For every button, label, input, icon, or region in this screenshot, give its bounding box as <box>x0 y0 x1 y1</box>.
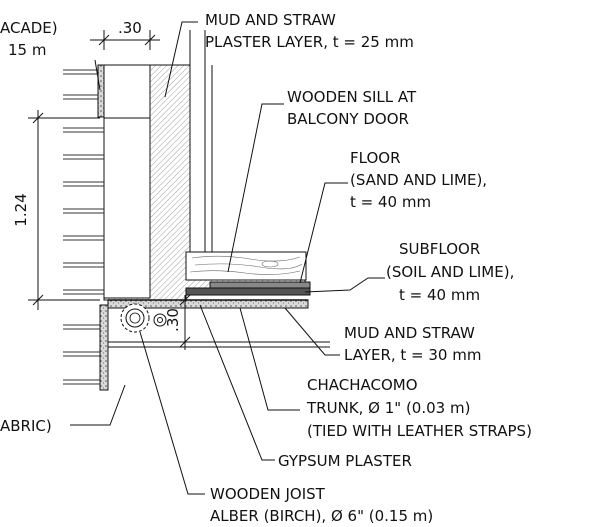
label-floor-2: (SAND AND LIME), <box>350 171 487 189</box>
label-chachacomo-1: CHACHACOMO <box>307 376 418 394</box>
label-mud-layer-2: LAYER, t = 30 mm <box>344 346 481 364</box>
label-subfloor-2: (SOIL AND LIME), <box>386 263 514 281</box>
exterior-plaster-lower <box>99 304 109 391</box>
label-facade-1: ACADE) <box>0 19 58 37</box>
label-chachacomo-3: (TIED WITH LEATHER STRAPS) <box>307 422 532 440</box>
label-joist-1: WOODEN JOIST <box>210 485 326 503</box>
label-mud-plaster-2: PLASTER LAYER, t = 25 mm <box>205 33 414 51</box>
label-sill-1: WOODEN SILL AT <box>287 88 417 106</box>
label-facade-2: 15 m <box>8 41 46 59</box>
label-floor-3: t = 40 mm <box>350 193 431 211</box>
door-frame <box>189 30 213 252</box>
wall-plaster-hatch <box>103 64 306 301</box>
wood-grain <box>189 255 303 275</box>
dim-top-width: .30 <box>118 19 142 37</box>
exterior-plaster-upper <box>97 64 105 118</box>
label-subfloor-3: t = 40 mm <box>399 286 480 304</box>
label-gypsum: GYPSUM PLASTER <box>278 452 412 470</box>
ceiling-lines <box>108 341 330 348</box>
brick-courses <box>63 69 104 385</box>
label-chachacomo-2: TRUNK, Ø 1" (0.03 m) <box>306 399 470 417</box>
label-subfloor-1: SUBFLOOR <box>399 240 480 258</box>
dim-height: 1.24 <box>12 193 30 226</box>
label-joist-2: ALBER (BIRCH), Ø 6" (0.15 m) <box>210 507 433 525</box>
wooden-sill <box>185 251 307 281</box>
dim-beam-depth: .30 <box>164 308 182 332</box>
label-fabric: ABRIC) <box>0 417 52 435</box>
wooden-joist <box>120 303 167 333</box>
wall-core <box>103 117 151 299</box>
leader-lines <box>70 21 385 495</box>
label-floor-1: FLOOR <box>350 149 401 167</box>
dimension-lines <box>28 30 195 350</box>
floor-layer <box>209 281 311 289</box>
label-mud-plaster-1: MUD AND STRAW <box>205 11 336 29</box>
subfloor-layer <box>185 287 311 296</box>
label-mud-layer-1: MUD AND STRAW <box>344 324 475 342</box>
label-sill-2: BALCONY DOOR <box>287 110 409 128</box>
